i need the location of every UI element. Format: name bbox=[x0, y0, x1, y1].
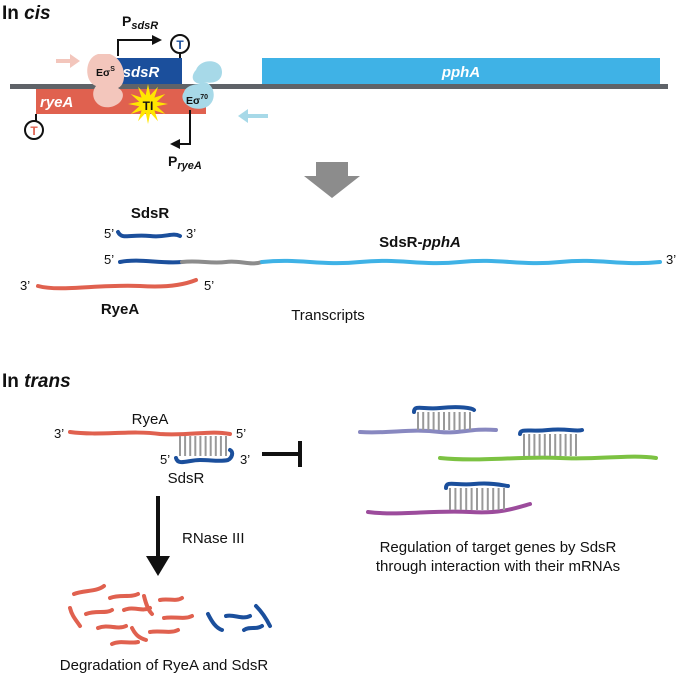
p-sdsr-promoter-arrow bbox=[117, 35, 162, 56]
sigma-70-arrow-head bbox=[238, 109, 248, 123]
trans-sdsr-3-end: 3’ bbox=[240, 452, 250, 467]
ppha-gene-label: pphA bbox=[441, 64, 480, 81]
sdsr-ppha-3-end: 3’ bbox=[666, 252, 676, 267]
transcripts-caption: Transcripts bbox=[291, 307, 365, 324]
sigma-70-label: Eσ70 bbox=[186, 94, 208, 107]
sigma-s-arrow-head bbox=[70, 54, 80, 68]
sdsr-transcript bbox=[116, 230, 182, 239]
regulation-caption-line2: through interaction with their mRNAs bbox=[376, 558, 620, 575]
target-1-base-pairs bbox=[417, 412, 471, 430]
terminator-sdsr-icon bbox=[170, 34, 190, 54]
sdsr-fragments bbox=[206, 604, 272, 632]
target-3-base-pairs bbox=[449, 488, 505, 510]
sdsr-5-end: 5’ bbox=[104, 226, 114, 241]
dna-strand bbox=[10, 84, 668, 89]
sdsr-ppha-intergenic-segment bbox=[180, 259, 264, 266]
p-ryea-promoter-arrow bbox=[170, 110, 191, 149]
sdsr-3-end: 3’ bbox=[186, 226, 196, 241]
sdsr-ppha-5-segment bbox=[118, 258, 184, 265]
trans-ryea-3-end: 3’ bbox=[54, 426, 64, 441]
target-1-sdsr bbox=[412, 405, 476, 414]
trans-sdsr-strand bbox=[174, 448, 235, 465]
trans-sdsr-label: SdsR bbox=[168, 470, 205, 487]
rnase-arrow-head bbox=[146, 556, 170, 576]
target-mrna-3 bbox=[366, 502, 532, 516]
p-ryea-label: PryeA bbox=[168, 153, 202, 172]
target-mrna-2 bbox=[438, 454, 658, 462]
ryea-sdsr-base-pairs bbox=[179, 436, 227, 456]
terminator-ryea-icon bbox=[24, 120, 44, 140]
target-2-sdsr bbox=[518, 427, 584, 436]
ti-label: TI bbox=[143, 99, 154, 113]
regulation-caption-line1: Regulation of target genes by SdsR bbox=[380, 539, 617, 556]
trans-ryea-label: RyeA bbox=[132, 411, 169, 428]
ryea-5-end: 5’ bbox=[204, 278, 214, 293]
sdsr-gene-label: sdsR bbox=[123, 64, 160, 81]
sdsr-ppha-5-end: 5’ bbox=[104, 252, 114, 267]
target-mrna-1 bbox=[358, 427, 498, 435]
target-3-sdsr bbox=[444, 481, 510, 490]
ryea-transcript-label: RyeA bbox=[101, 301, 140, 318]
trans-sdsr-5-end: 5’ bbox=[160, 452, 170, 467]
terminator-ryea-letter: T bbox=[30, 124, 38, 138]
section-trans-title: In trans bbox=[2, 371, 71, 392]
ryea-gene-label: ryeA bbox=[40, 94, 73, 111]
ryea-fragments bbox=[68, 584, 194, 646]
degradation-caption: Degradation of RyeA and SdsR bbox=[60, 657, 269, 674]
section-cis-title: In cis bbox=[2, 3, 51, 24]
trans-ryea-strand bbox=[68, 430, 232, 437]
sigma-s-polymerase bbox=[87, 54, 125, 108]
rnase-label: RNase III bbox=[182, 530, 245, 547]
sigma-70-polymerase bbox=[182, 61, 222, 109]
ryea-3-end: 3’ bbox=[20, 278, 30, 293]
terminator-sdsr-letter: T bbox=[176, 38, 184, 52]
target-2-base-pairs bbox=[523, 434, 577, 456]
sdsr-transcript-label: SdsR bbox=[131, 205, 170, 222]
sdsr-ppha-transcript bbox=[260, 258, 662, 266]
ppha-gene-box bbox=[262, 58, 660, 84]
p-sdsr-label: PsdsR bbox=[122, 13, 158, 32]
transcriptional-interference-star bbox=[128, 84, 168, 124]
sdsr-ppha-label: SdsR-pphA bbox=[379, 234, 461, 251]
sigma-s-label: EσS bbox=[96, 66, 115, 79]
trans-ryea-5-end: 5’ bbox=[236, 426, 246, 441]
ryea-transcript bbox=[36, 278, 198, 291]
transcription-down-arrow bbox=[304, 162, 360, 198]
